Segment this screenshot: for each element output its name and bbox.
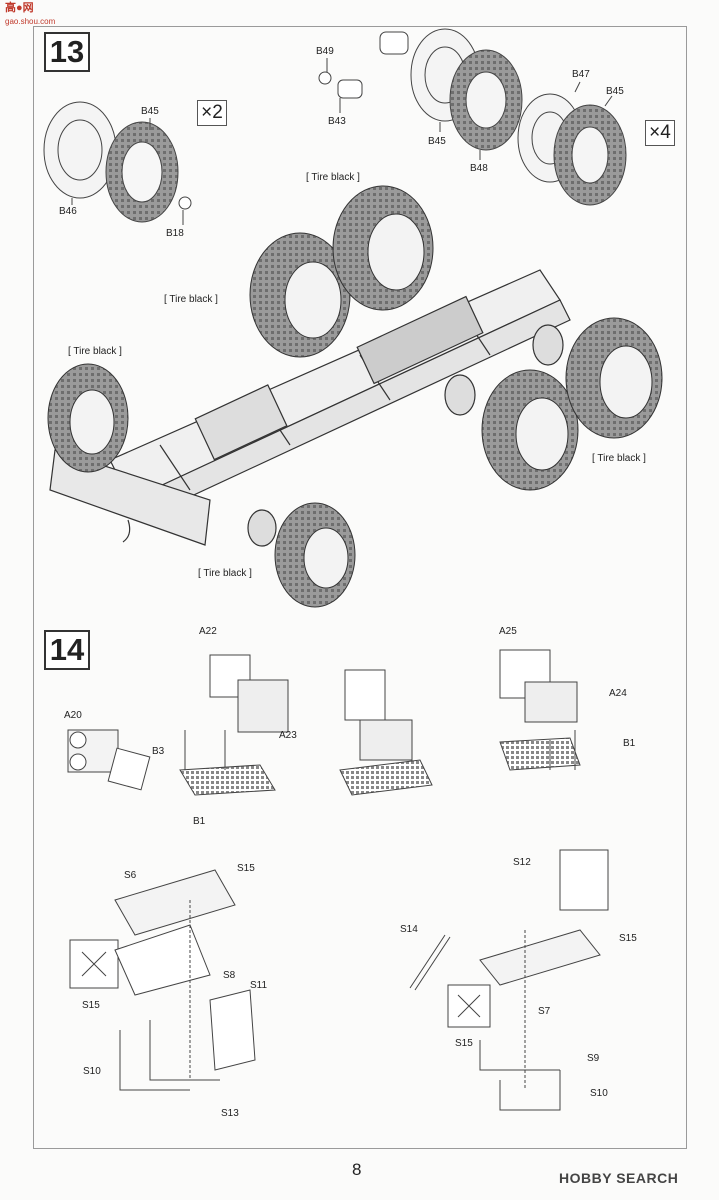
part-label: S14 xyxy=(400,924,418,935)
part-label: B48 xyxy=(470,163,488,174)
chassis-tires xyxy=(47,185,663,608)
step-number-13: 13 xyxy=(44,32,90,72)
watermark-logo: 高●网 xyxy=(5,2,34,14)
tire-color-callout: [ Tire black ] xyxy=(592,453,646,464)
part-label: A25 xyxy=(499,626,517,637)
part-label: B1 xyxy=(623,738,636,749)
part-label: A20 xyxy=(64,710,82,721)
part-label: S8 xyxy=(223,970,236,981)
instruction-page-frame xyxy=(33,26,687,1149)
quantity-multiplier-x4: ×4 xyxy=(645,120,675,146)
part-label: A23 xyxy=(279,730,297,741)
part-label: B1 xyxy=(193,816,206,827)
part-label: S10 xyxy=(83,1066,101,1077)
exploded-wheel-right xyxy=(318,28,627,206)
part-label: B45 xyxy=(428,136,446,147)
step-number-14: 14 xyxy=(44,630,90,670)
part-label: B3 xyxy=(152,746,165,757)
part-label: S15 xyxy=(82,1000,100,1011)
truck-chassis xyxy=(49,269,571,547)
tire-color-callout: [ Tire black ] xyxy=(306,172,360,183)
part-label: B47 xyxy=(572,69,590,80)
watermark-url: gao.shou.com xyxy=(5,17,56,26)
step14-parts-row2 xyxy=(69,849,609,1111)
part-label: B46 xyxy=(59,206,77,217)
part-label: S9 xyxy=(587,1053,600,1064)
part-label: S15 xyxy=(455,1038,473,1049)
exploded-wheel-left xyxy=(43,101,192,225)
part-label: A24 xyxy=(609,688,627,699)
step14-parts-row1 xyxy=(67,649,581,796)
part-label: S10 xyxy=(590,1088,608,1099)
part-label: S7 xyxy=(538,1006,551,1017)
part-label: S11 xyxy=(250,980,268,991)
part-label: S15 xyxy=(619,933,637,944)
part-label: B43 xyxy=(328,116,346,127)
tire-color-callout: [ Tire black ] xyxy=(198,568,252,579)
part-label: S13 xyxy=(221,1108,239,1119)
part-label: B18 xyxy=(166,228,184,239)
source-watermark: HOBBY SEARCH xyxy=(559,1170,679,1186)
part-label: B45 xyxy=(141,106,159,117)
tire-color-callout: [ Tire black ] xyxy=(164,294,218,305)
part-label: S12 xyxy=(513,857,531,868)
quantity-multiplier-x2: ×2 xyxy=(197,100,227,126)
part-label: A22 xyxy=(199,626,217,637)
tire-color-callout: [ Tire black ] xyxy=(68,346,122,357)
part-label: S15 xyxy=(237,863,255,874)
part-label: S6 xyxy=(124,870,137,881)
page-number: 8 xyxy=(352,1160,362,1179)
part-label: B49 xyxy=(316,46,334,57)
part-label: B45 xyxy=(606,86,624,97)
